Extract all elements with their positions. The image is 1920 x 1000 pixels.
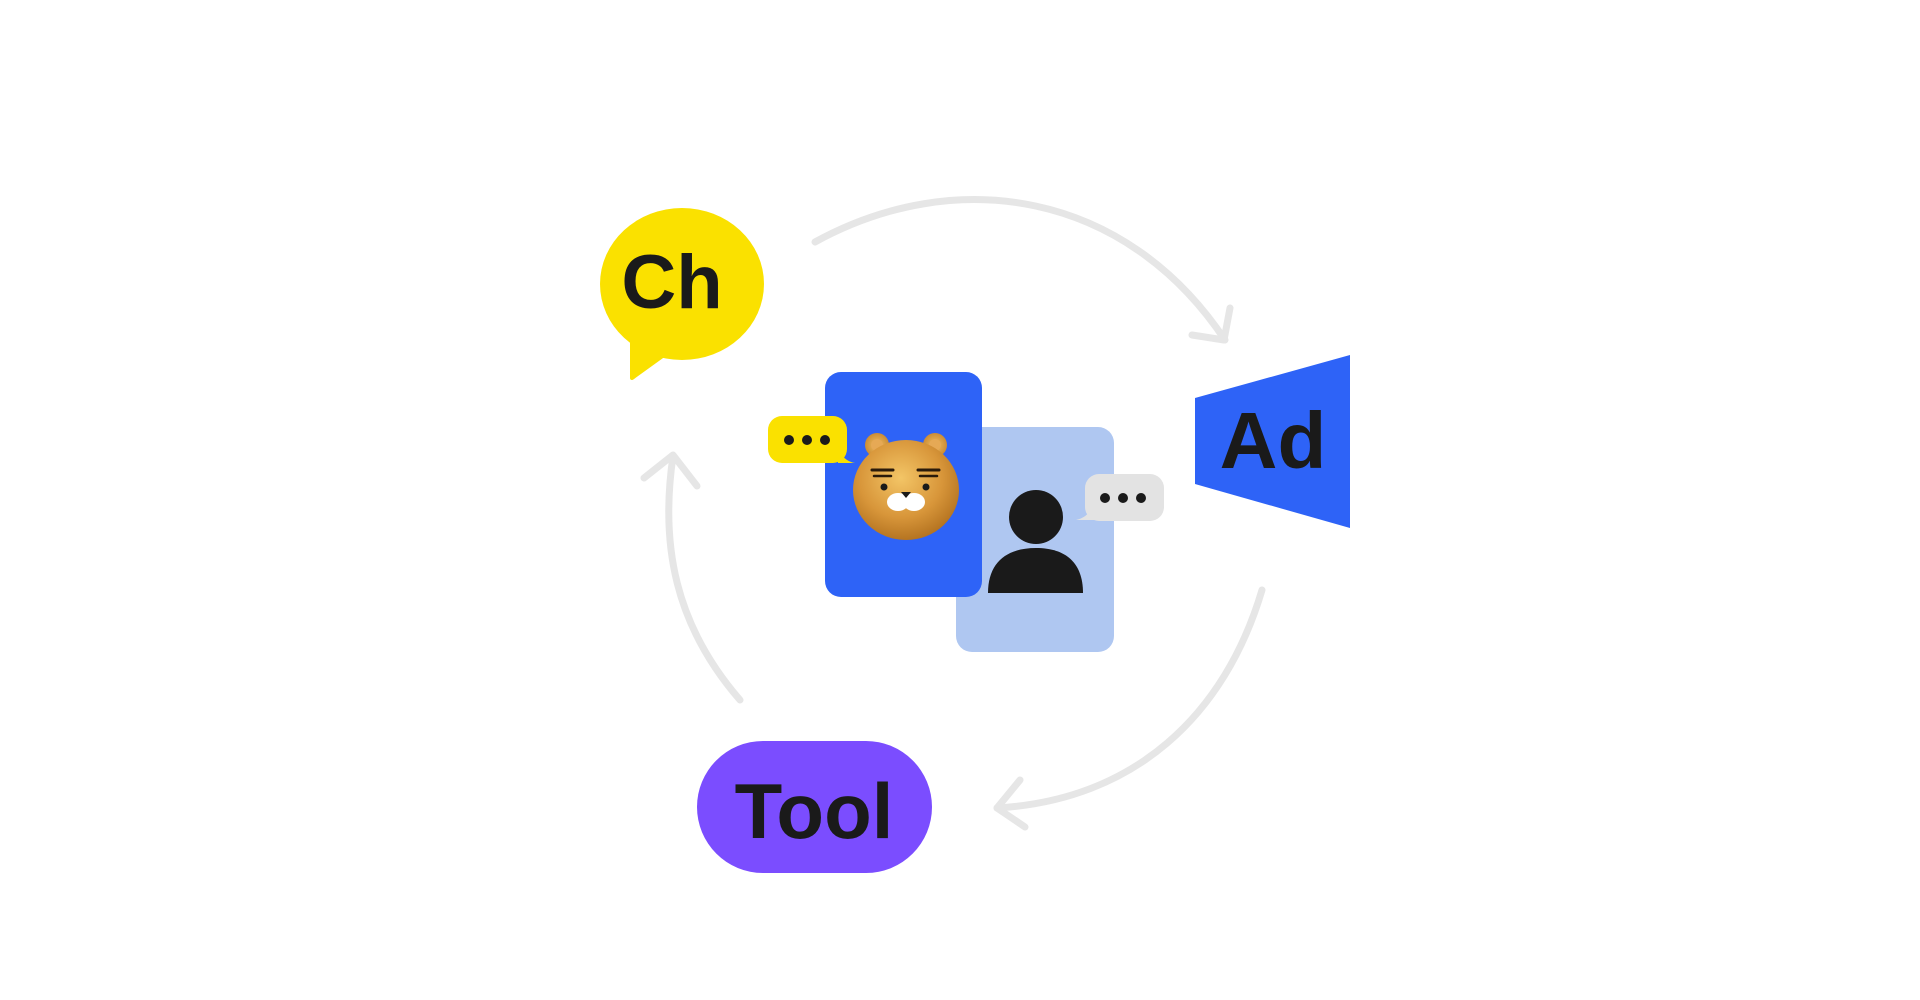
channel-label: Ch xyxy=(621,240,722,325)
ad-shape xyxy=(1195,355,1350,528)
tool-node[interactable]: Tool xyxy=(697,741,932,873)
arrow-tool-to-channel xyxy=(640,451,744,704)
arrow-channel-to-ad xyxy=(811,196,1234,344)
channel-bubble-body xyxy=(600,208,764,360)
ad-node[interactable]: Ad xyxy=(1195,355,1350,528)
bear-typing-bubble xyxy=(768,416,855,463)
cycle-arrows xyxy=(640,196,1266,831)
user-silhouette-icon xyxy=(988,490,1083,593)
ad-label: Ad xyxy=(1220,396,1327,485)
tool-label: Tool xyxy=(735,767,894,855)
tool-shape xyxy=(697,741,932,873)
arrow-ad-to-tool xyxy=(993,586,1266,831)
user-typing-bubble xyxy=(1076,474,1164,521)
channel-node[interactable]: Ch xyxy=(600,208,764,380)
bear-character-icon xyxy=(853,433,959,540)
center-chat-illustration xyxy=(768,372,1164,652)
